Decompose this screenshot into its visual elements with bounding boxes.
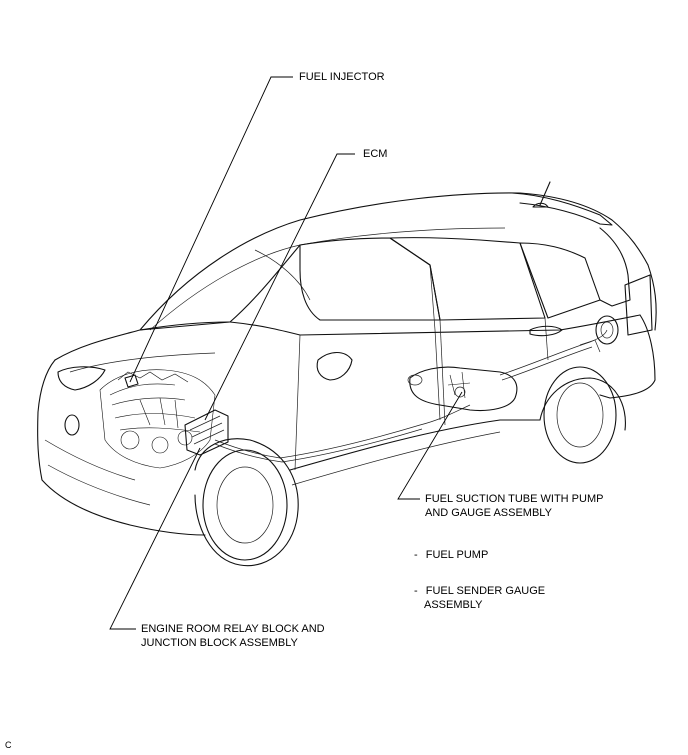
fuel-suction-tube-line1: FUEL SUCTION TUBE WITH PUMP [425, 493, 604, 505]
engine-assembly [99, 369, 471, 469]
ecm-text: ECM [363, 148, 388, 160]
fuel-injector-label: FUEL INJECTOR [299, 70, 385, 84]
relay-block-line2: JUNCTION BLOCK ASSEMBLY [141, 637, 298, 649]
fuel-suction-tube-line2: AND GAUGE ASSEMBLY [425, 507, 552, 519]
car-body [37, 181, 657, 536]
fuel-tank [407, 329, 608, 412]
corner-mark: C [5, 738, 12, 752]
fuel-sender-marker: - [414, 585, 418, 597]
fuel-injector-text: FUEL INJECTOR [299, 71, 385, 83]
leader-lines [109, 76, 463, 630]
ecm-label: ECM [363, 147, 387, 161]
corner-mark-text: C [5, 740, 12, 750]
fuel-pump-marker: - [414, 549, 418, 561]
fuel-suction-tube-label: FUEL SUCTION TUBE WITH PUMP AND GAUGE AS… [425, 492, 603, 520]
fuel-pump-label: - FUEL PUMP [414, 548, 488, 562]
relay-block-line1: ENGINE ROOM RELAY BLOCK AND [141, 623, 325, 635]
fuel-pump-text: FUEL PUMP [425, 549, 489, 561]
fuel-sender-line1: FUEL SENDER GAUGE [425, 585, 546, 597]
rear-wheel [539, 366, 626, 464]
fuel-sender-gauge-label: - FUEL SENDER GAUGE ASSEMBLY [414, 584, 545, 612]
fuel-sender-line2: ASSEMBLY [424, 599, 483, 611]
relay-block-label: ENGINE ROOM RELAY BLOCK AND JUNCTION BLO… [141, 622, 325, 650]
